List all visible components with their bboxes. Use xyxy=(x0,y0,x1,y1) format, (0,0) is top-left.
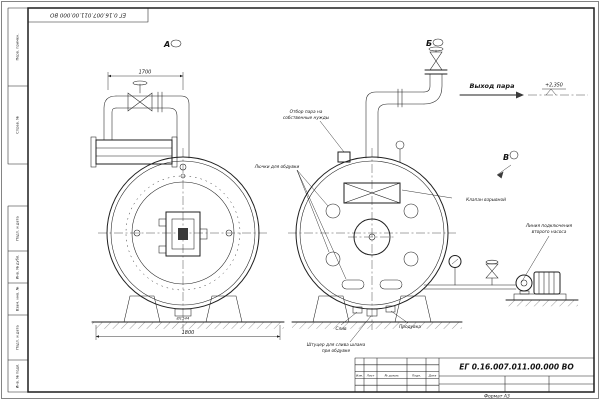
callout-blowdown: Продувка xyxy=(390,310,421,330)
th-data: Дата xyxy=(428,373,437,377)
bottom-stub-a xyxy=(174,308,192,317)
shell-inner-circle-b xyxy=(299,160,445,306)
gate-valve-a xyxy=(127,80,153,112)
elevation-text: +2,350 xyxy=(545,83,563,89)
top-fitting-small-2 xyxy=(180,173,186,179)
th-list: Лист xyxy=(366,373,375,377)
title-block: Изм. Лист № докум. Подп. Дата ЕГ 0.16.00… xyxy=(354,357,595,399)
pump-unit xyxy=(423,255,567,301)
view-a-ref-circle xyxy=(170,39,182,48)
economizer-block xyxy=(90,136,178,168)
th-izm: Изм. xyxy=(356,373,363,377)
steam-tap-line2: собственные нужды xyxy=(283,115,330,121)
side-field-inv-podl: Инв. № подл. xyxy=(16,364,20,389)
view-a-front: 1700 1800 Ø1544 А xyxy=(90,39,281,340)
feed-pump xyxy=(513,271,567,301)
format-note: Формат А3 xyxy=(484,393,510,399)
top-stamp: ЕГ 0.16.007.011.00.000 ВО xyxy=(27,7,149,23)
pump-line-line1: Линия подключения xyxy=(525,223,573,229)
soot-hatch-2 xyxy=(403,203,419,219)
sludge-line2: при обдувке xyxy=(322,348,351,354)
callout-sludge: Штуцер для слива шлама при обдувке xyxy=(307,315,372,354)
shell-fitting-head xyxy=(395,140,405,150)
soot-hatch-4 xyxy=(403,251,419,267)
steam-pipe-a xyxy=(103,91,190,159)
steam-tap-line1: Отбор пара на xyxy=(290,109,323,115)
side-field-sprav-no: Справ. № xyxy=(16,116,20,134)
sludge-line1: Штуцер для слива шлама xyxy=(307,342,366,348)
elevation-mark: +2,350 xyxy=(542,83,566,96)
blowdown-label: Продувка xyxy=(399,324,421,330)
door-flange-circle xyxy=(125,175,241,291)
top-fitting-small-1 xyxy=(179,163,187,171)
side-field-podp-data-2: Подп. и дата xyxy=(16,325,20,349)
sight-glass xyxy=(353,218,391,256)
side-field-inv-dubl: Инв. № дубл. xyxy=(16,255,20,280)
callout-pump-line: Линия подключения второго насоса xyxy=(520,223,573,284)
soot-hatches-label: Лючки для обдувки xyxy=(254,164,300,170)
drain-label: Слив xyxy=(335,326,347,332)
blowdown-stub xyxy=(385,305,396,313)
soot-hatch-1 xyxy=(325,203,341,219)
sludge-stub xyxy=(366,308,378,317)
callout-soot-hatches: Лючки для обдувки xyxy=(254,164,347,280)
shell-inner-circle xyxy=(110,160,256,306)
callout-drain: Слив xyxy=(335,311,358,332)
steam-out-label: Выход пара xyxy=(470,82,515,90)
explosion-valve-label: Клапан взрывной xyxy=(466,197,506,203)
th-doc: № докум. xyxy=(384,373,400,377)
door-circle xyxy=(131,181,235,285)
peephole-left xyxy=(133,229,141,237)
outlet-valve xyxy=(428,46,444,71)
pump-valve xyxy=(485,259,499,286)
view-b-label: Б xyxy=(426,39,432,48)
dim-1700: 1700 xyxy=(107,70,184,90)
sight-glass-center xyxy=(368,233,376,241)
side-field-podp-data-1: Подп. и дата xyxy=(16,216,20,240)
steam-outlet-annotation: Выход пара +2,350 xyxy=(459,82,588,99)
doc-number-main: ЕГ 0.16.007.011.00.000 ВО xyxy=(459,363,574,372)
view-b-ref-circle xyxy=(432,38,444,47)
dim-1700-text: 1700 xyxy=(139,70,152,76)
handhole-2 xyxy=(379,279,403,290)
callout-steam-tap: Отбор пара на собственные нужды xyxy=(283,109,345,153)
dim-1800-text: 1800 xyxy=(182,330,195,336)
view-v-label: В xyxy=(503,153,509,162)
side-stamp-strip: Перв. примен. Справ. № Подп. и дата Инв.… xyxy=(7,7,29,393)
ground-lines xyxy=(91,299,579,329)
shell-dia-note: Ø1544 xyxy=(176,316,190,321)
soot-hatch-3 xyxy=(325,251,341,267)
handhole-1 xyxy=(341,279,365,290)
callouts: Отбор пара на собственные нужды Лючки дл… xyxy=(254,109,573,354)
th-podp: Подп. xyxy=(412,373,421,377)
burner-door xyxy=(158,211,208,257)
steam-pipe-b xyxy=(365,69,448,159)
pressure-gauge xyxy=(448,255,462,286)
side-field-vzam-inv: Взам. инв. № xyxy=(16,287,20,312)
view-v-arrow-head xyxy=(497,171,504,179)
pump-line-line2: второго насоса xyxy=(532,230,567,235)
side-field-perv-primen: Перв. примен. xyxy=(16,34,20,61)
view-v-annotation: В xyxy=(496,150,519,179)
drain-stub xyxy=(352,306,363,314)
callout-explosion-valve: Клапан взрывной xyxy=(401,189,506,203)
view-a-label: А xyxy=(163,40,170,49)
view-v-ref-circle xyxy=(509,150,519,160)
doc-number-mirrored: ЕГ 0.16.007.011.00.000 ВО xyxy=(49,12,126,18)
explosion-valve xyxy=(343,182,401,204)
flow-arrow-head xyxy=(516,91,524,99)
peephole-right xyxy=(225,229,233,237)
